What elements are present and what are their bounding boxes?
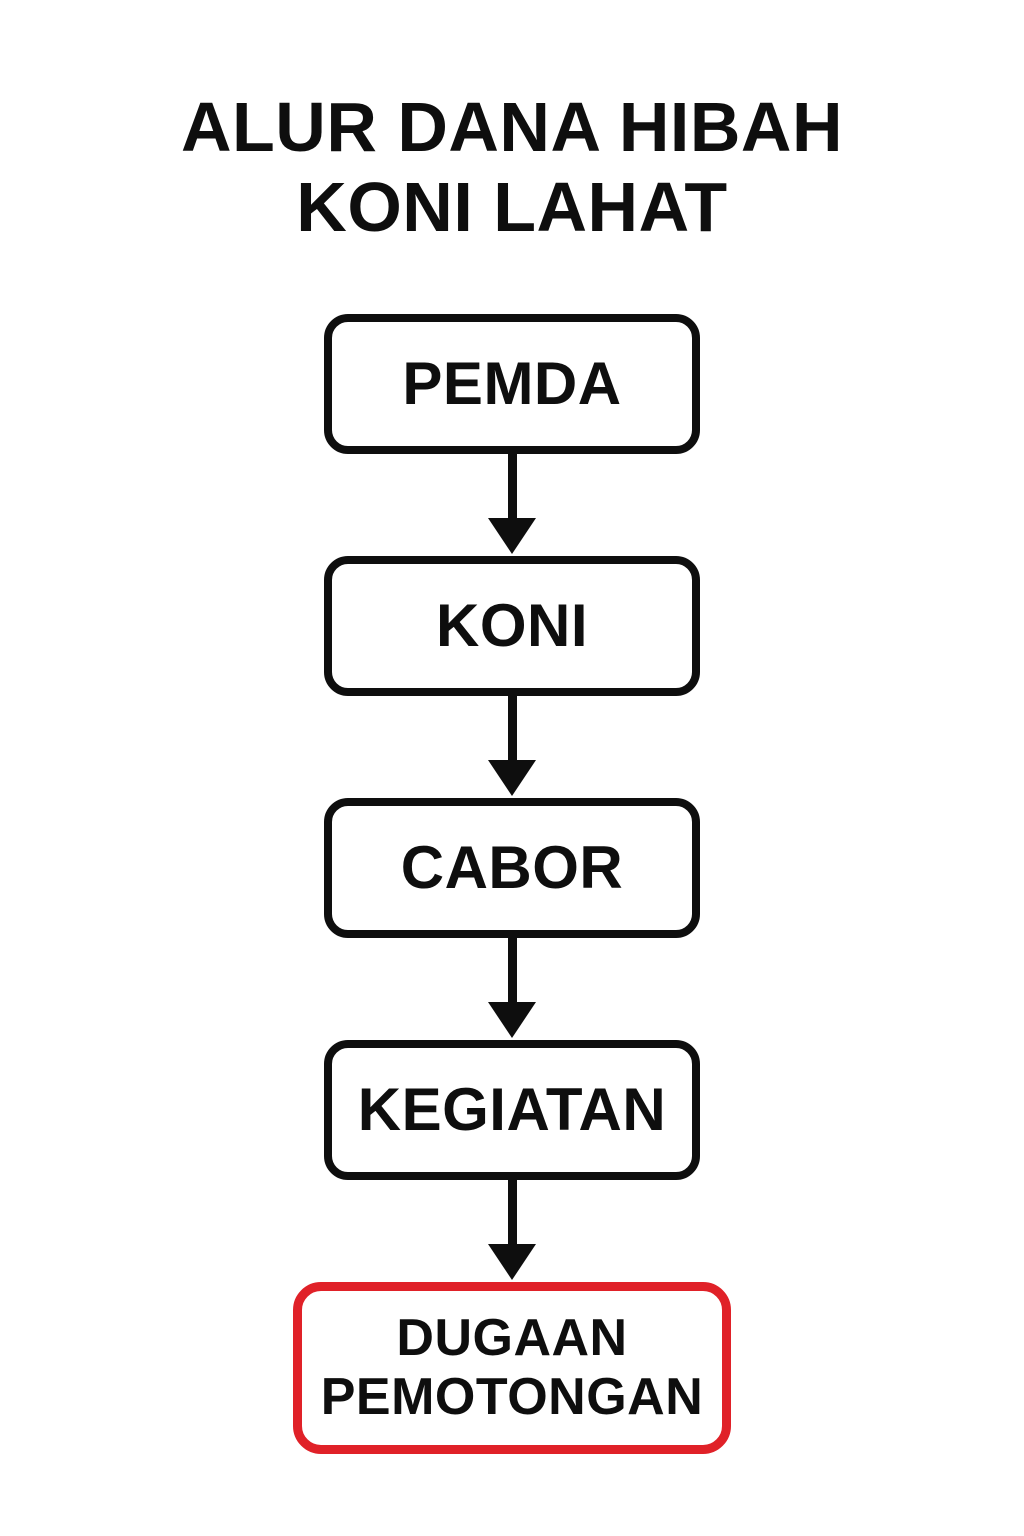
flow-node-label: PEMDA	[402, 350, 622, 418]
flowchart: PEMDA KONI CABOR KEGIATAN DUGAAN	[293, 313, 731, 1454]
flow-node-dugaan-pemotongan: DUGAAN PEMOTONGAN	[293, 1281, 731, 1454]
flow-node-cabor: CABOR	[324, 797, 700, 938]
arrow-head-icon	[488, 1243, 536, 1280]
arrow-head-icon	[488, 759, 536, 796]
flow-node-label: DUGAAN PEMOTONGAN	[320, 1309, 704, 1426]
flow-node-label: KEGIATAN	[357, 1076, 667, 1144]
arrow-shaft	[507, 937, 517, 1004]
arrow-head-icon	[488, 517, 536, 554]
flow-node-label: KONI	[436, 592, 588, 660]
arrow-down-connector	[488, 1179, 536, 1282]
flow-node-pemda: PEMDA	[324, 313, 700, 454]
arrow-shaft	[507, 695, 517, 762]
arrow-down-connector	[488, 453, 536, 556]
flow-node-koni: KONI	[324, 555, 700, 696]
flow-node-kegiatan: KEGIATAN	[324, 1039, 700, 1180]
arrow-head-icon	[488, 1001, 536, 1038]
arrow-down-connector	[488, 695, 536, 798]
arrow-down-connector	[488, 937, 536, 1040]
flow-node-label: CABOR	[400, 834, 624, 902]
page-title: ALUR DANA HIBAH KONI LAHAT	[180, 88, 844, 246]
arrow-shaft	[507, 1179, 517, 1246]
arrow-shaft	[507, 453, 517, 520]
